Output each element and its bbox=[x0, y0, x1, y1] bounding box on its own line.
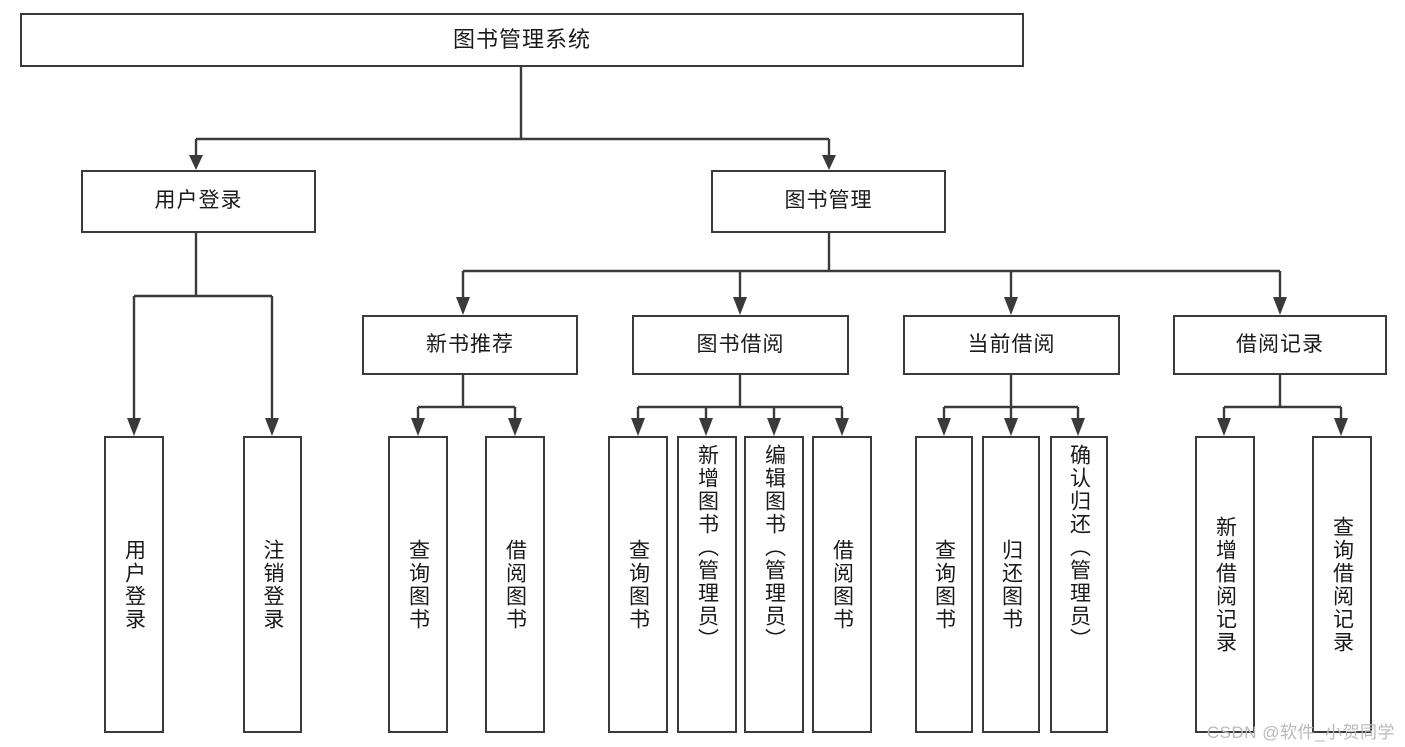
arrow-current-1 bbox=[937, 418, 951, 436]
arrow-level2-3 bbox=[1004, 297, 1018, 315]
arrow-current-2 bbox=[1004, 418, 1018, 436]
node-book-borrow[interactable]: 图书借阅 bbox=[632, 315, 849, 375]
arrow-level2-2 bbox=[733, 297, 747, 315]
arrow-borrow-1 bbox=[631, 418, 645, 436]
node-new-book-recommend[interactable]: 新书推荐 bbox=[362, 315, 578, 375]
arrow-level1-left bbox=[189, 155, 203, 170]
node-label: 查询图书 bbox=[932, 538, 956, 631]
node-label: 借阅记录 bbox=[1236, 332, 1324, 356]
node-label: 借阅图书 bbox=[830, 538, 854, 631]
arrow-level2-4 bbox=[1273, 297, 1287, 315]
leaf-record-query-record[interactable]: 查询借阅记录 bbox=[1312, 436, 1372, 733]
leaf-current-return-book[interactable]: 归还图书 bbox=[982, 436, 1040, 733]
arrow-recommend-2 bbox=[508, 418, 522, 436]
arrow-recommend-1 bbox=[411, 418, 425, 436]
arrow-record-1 bbox=[1217, 418, 1231, 436]
arrow-userlogin-1 bbox=[127, 418, 141, 436]
leaf-borrow-query-book[interactable]: 查询图书 bbox=[608, 436, 668, 733]
leaf-borrow-add-book-admin[interactable]: 新增图书（管理员） bbox=[677, 436, 737, 733]
node-label: 新书推荐 bbox=[426, 332, 514, 356]
arrow-userlogin-2 bbox=[265, 418, 279, 436]
arrow-level1-right bbox=[822, 155, 836, 170]
node-label: 注销登录 bbox=[261, 538, 284, 631]
leaf-recommend-borrow-book[interactable]: 借阅图书 bbox=[485, 436, 545, 733]
leaf-user-login-signout[interactable]: 注销登录 bbox=[243, 436, 302, 733]
node-label: 图书管理系统 bbox=[452, 27, 591, 53]
arrow-level2-1 bbox=[456, 297, 470, 315]
node-label: 图书管理 bbox=[784, 189, 873, 213]
node-label: 确认归还（管理员） bbox=[1067, 444, 1091, 651]
arrow-borrow-3 bbox=[767, 418, 781, 436]
node-book-management[interactable]: 图书管理 bbox=[711, 170, 946, 233]
leaf-current-query-book[interactable]: 查询图书 bbox=[915, 436, 973, 733]
arrow-current-3 bbox=[1071, 418, 1085, 436]
node-label: 查询图书 bbox=[626, 538, 650, 631]
node-label: 新增图书（管理员） bbox=[695, 444, 719, 651]
leaf-borrow-edit-book-admin[interactable]: 编辑图书（管理员） bbox=[744, 436, 804, 733]
node-label: 归还图书 bbox=[999, 538, 1023, 631]
node-label: 编辑图书（管理员） bbox=[762, 444, 786, 651]
node-label: 用户登录 bbox=[122, 538, 146, 631]
arrow-record-2 bbox=[1334, 418, 1348, 436]
leaf-recommend-query-book[interactable]: 查询图书 bbox=[388, 436, 448, 733]
node-label: 查询图书 bbox=[406, 538, 430, 631]
node-label: 当前借阅 bbox=[967, 332, 1056, 356]
node-user-login[interactable]: 用户登录 bbox=[81, 170, 316, 233]
arrow-borrow-2 bbox=[699, 418, 713, 436]
leaf-user-login-signin[interactable]: 用户登录 bbox=[104, 436, 164, 733]
node-label: 图书借阅 bbox=[696, 332, 785, 356]
node-borrow-record[interactable]: 借阅记录 bbox=[1173, 315, 1387, 375]
node-label: 借阅图书 bbox=[503, 538, 527, 631]
node-current-borrow[interactable]: 当前借阅 bbox=[903, 315, 1120, 375]
leaf-record-add-record[interactable]: 新增借阅记录 bbox=[1195, 436, 1255, 733]
leaf-borrow-borrow-book[interactable]: 借阅图书 bbox=[812, 436, 872, 733]
leaf-current-confirm-return-admin[interactable]: 确认归还（管理员） bbox=[1050, 436, 1108, 733]
node-root-system[interactable]: 图书管理系统 bbox=[20, 13, 1024, 67]
arrow-borrow-4 bbox=[835, 418, 849, 436]
node-label: 新增借阅记录 bbox=[1213, 515, 1237, 654]
node-label: 查询借阅记录 bbox=[1330, 515, 1354, 654]
node-label: 用户登录 bbox=[154, 189, 243, 213]
